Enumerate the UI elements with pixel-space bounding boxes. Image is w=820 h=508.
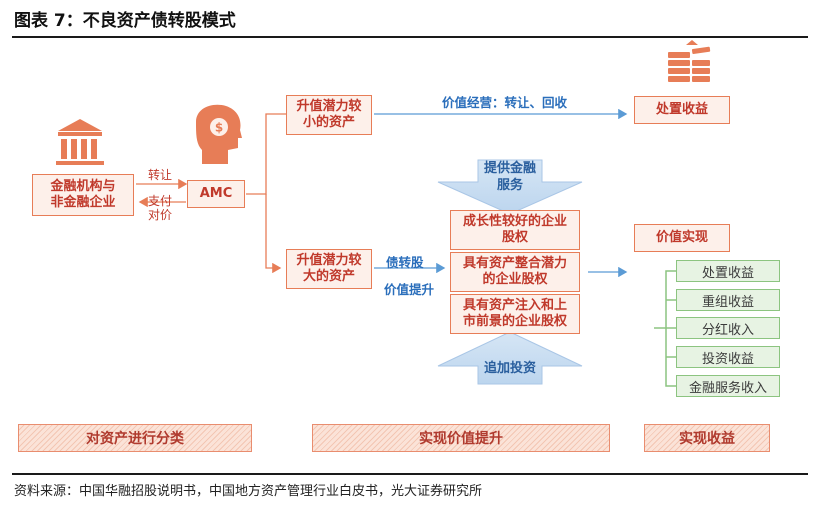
equity-listing-box: 具有资产注入和上 市前景的企业股权 bbox=[450, 294, 580, 334]
value-ops-label: 价值经营：转让、回收 bbox=[442, 95, 568, 110]
top-rule bbox=[12, 36, 808, 38]
equity-growth-box: 成长性较好的企业 股权 bbox=[450, 210, 580, 250]
transfer-label: 转让 bbox=[148, 168, 173, 182]
source-note: 资料来源：中国华融招股说明书，中国地方资产管理行业白皮书，光大证券研究所 bbox=[14, 484, 483, 499]
return-item: 投资收益 bbox=[676, 346, 780, 368]
money-stack-icon bbox=[668, 40, 711, 82]
return-item: 重组收益 bbox=[676, 289, 780, 311]
bottom-rule bbox=[12, 473, 808, 475]
value-realization-box: 价值实现 bbox=[634, 224, 730, 252]
branch-bottom-line bbox=[265, 194, 282, 274]
low-potential-asset-box: 升值潜力较 小的资产 bbox=[286, 95, 372, 135]
figure-title: 图表 7：不良资产债转股模式 bbox=[14, 11, 236, 31]
financial-institution-box: 金融机构与 非金融企业 bbox=[32, 174, 134, 216]
return-item: 处置收益 bbox=[676, 260, 780, 282]
bank-icon bbox=[56, 119, 104, 165]
amc-box: AMC bbox=[187, 180, 245, 208]
pay-price-label: 支付 对价 bbox=[148, 194, 173, 223]
svg-text:$: $ bbox=[215, 121, 223, 135]
disposal-income-top-box: 处置收益 bbox=[634, 96, 730, 124]
branch-top-line bbox=[246, 113, 286, 195]
stage-realize: 实现收益 bbox=[644, 424, 770, 452]
financial-service-label: 提供金融 服务 bbox=[483, 161, 536, 193]
equity-integration-box: 具有资产整合潜力 的企业股权 bbox=[450, 252, 580, 292]
return-item: 分红收入 bbox=[676, 317, 780, 339]
value-up-label: 价值提升 bbox=[384, 282, 435, 297]
head-coin-icon: $ bbox=[196, 104, 242, 164]
return-item: 金融服务收入 bbox=[676, 375, 780, 397]
stage-value-up: 实现价值提升 bbox=[312, 424, 610, 452]
add-investment-arrow bbox=[437, 331, 583, 385]
debt-equity-label: 债转股 bbox=[386, 255, 424, 270]
financial-service-arrow bbox=[437, 159, 583, 215]
add-investment-label: 追加投资 bbox=[483, 360, 536, 376]
stage-classify: 对资产进行分类 bbox=[18, 424, 252, 452]
high-potential-asset-box: 升值潜力较 大的资产 bbox=[286, 249, 372, 289]
